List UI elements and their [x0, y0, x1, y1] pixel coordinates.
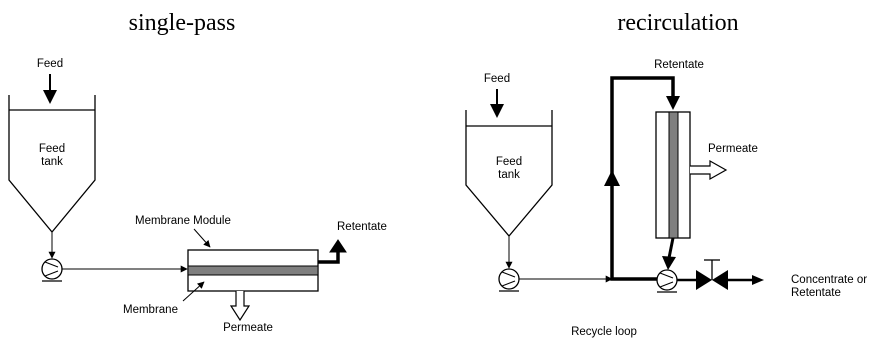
module-outlet-arrow — [662, 256, 676, 270]
feed-label: Feed — [37, 58, 63, 70]
membrane — [187, 265, 319, 276]
retentate-outlet-line — [318, 250, 340, 264]
feed-arrow — [490, 89, 504, 118]
permeate-label: Permeate — [223, 322, 273, 334]
feed-arrow — [43, 74, 57, 104]
membrane — [668, 111, 679, 239]
feed-pump-icon — [498, 268, 520, 292]
recirculation-pump-icon — [656, 269, 678, 293]
membrane-module-pointer — [193, 228, 211, 248]
retentate-label: Retentate — [337, 221, 387, 233]
recirculation-diagram: recirculation Feed Feed tank — [465, 10, 867, 338]
membrane-module-label: Membrane Module — [135, 215, 231, 227]
feed-tank-label-line1: Feed — [39, 143, 65, 155]
retentate-label: Retentate — [654, 59, 704, 71]
permeate-label: Permeate — [708, 143, 758, 155]
module-outlet-line — [667, 237, 675, 259]
feed-tank-label-line2: tank — [498, 169, 520, 181]
recirculation-title: recirculation — [617, 10, 738, 36]
permeate-arrow — [690, 159, 728, 181]
membrane-pointer — [182, 281, 205, 302]
concentrate-outlet-arrow — [752, 275, 764, 285]
feed-tank-label-line2: tank — [41, 156, 63, 168]
single-pass-diagram: single-pass Feed Feed tank Membrane Modu… — [8, 10, 387, 334]
single-pass-title: single-pass — [129, 10, 236, 36]
retentate-arrow — [329, 239, 347, 253]
pump-icon — [41, 258, 63, 282]
concentrate-label-line1: Concentrate or — [791, 274, 867, 286]
feed-label: Feed — [484, 73, 510, 85]
feed-tank-label-line1: Feed — [496, 156, 522, 168]
recycle-loop — [604, 76, 680, 281]
valve-icon — [696, 259, 728, 290]
membrane-label: Membrane — [123, 304, 178, 316]
permeate-arrow — [229, 291, 251, 322]
concentrate-label-line2: Retentate — [791, 287, 841, 299]
recycle-loop-label: Recycle loop — [571, 326, 637, 338]
